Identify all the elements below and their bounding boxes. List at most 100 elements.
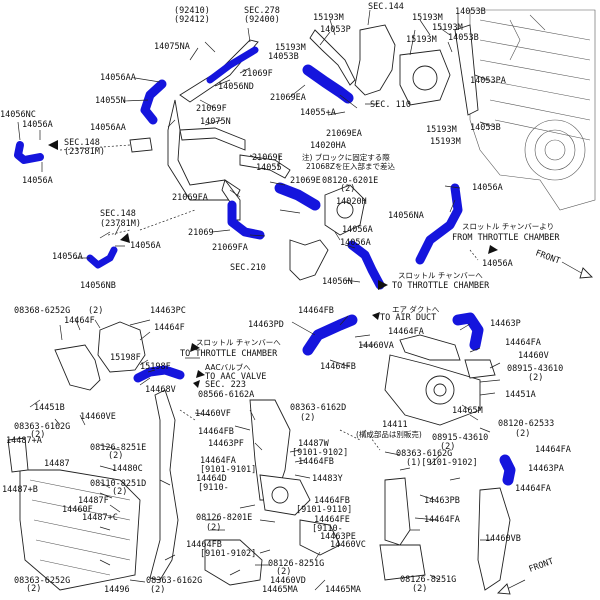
label-14463PA: 14463PA — [528, 464, 564, 474]
label-23781M-a: (23781M) — [64, 147, 105, 157]
label-14460VF: 14460VF — [195, 409, 231, 419]
label-14451A: 14451A — [505, 390, 536, 400]
label-14487B: 14487+B — [2, 485, 38, 495]
label-14465M: 14465M — [452, 406, 483, 416]
label-14464FB-4: 14464FB — [298, 457, 334, 467]
label-note-jp: 注) ブロックに固定する際 — [302, 152, 390, 162]
hose-14056NA — [415, 183, 463, 265]
label-14464FB-5-range: [9101-9110] — [296, 505, 352, 515]
label-14464FB-1: 14464FB — [298, 306, 334, 316]
label-08363-2-qty: (2) — [30, 430, 45, 440]
label-14464FA-6: 14464FA — [424, 515, 460, 525]
label-14460VE: 14460VE — [80, 412, 116, 422]
label-14460VC: 14460VC — [330, 540, 366, 550]
label-14464FA-1: 14464FA — [388, 327, 424, 337]
label-08363-1: 08363-6162D — [290, 403, 346, 413]
hose-14056NC — [14, 141, 44, 164]
leader-lines-top — [17, 9, 496, 283]
label-14056A-8: 14056A — [52, 252, 83, 262]
label-14463P: 14463P — [490, 319, 521, 329]
label-14464FA-2: 14464FA — [505, 338, 541, 348]
label-08126-2-qty: (2) — [206, 523, 221, 533]
label-14451B: 14451B — [34, 403, 65, 413]
label-21069EA-2: 21069EA — [326, 129, 362, 139]
label-sec-144: SEC.144 — [368, 2, 404, 12]
label-front-bottom: FRONT — [528, 557, 555, 575]
label-14055-plus-A: 14055+A — [300, 108, 336, 118]
arrow-sec148b-icon — [120, 233, 130, 243]
label-aac-jp: AACバルブへ — [205, 362, 251, 372]
direction-arrows — [48, 140, 498, 388]
engine-block-outline — [469, 9, 596, 211]
label-15193M-4: 15193M — [406, 35, 437, 45]
label-from-throttle-jp: スロットル チャンバーより — [462, 222, 554, 231]
label-14464FB-3: 14464FB — [198, 427, 234, 437]
label-sec-210: SEC.210 — [230, 263, 266, 273]
label-14464D: 14464D — [196, 474, 227, 484]
label-14464FB-6-range: [9101-9102] — [200, 549, 256, 559]
label-14460V: 14460V — [518, 351, 549, 361]
label-14460VA: 14460VA — [358, 341, 394, 351]
label-to-throttle: TO THROTTLE CHAMBER — [392, 281, 490, 291]
label-14463PB: 14463PB — [424, 496, 460, 506]
label-14463PE: 14463PE — [320, 532, 356, 542]
label-14464FE: 14464FE — [314, 515, 350, 525]
label-92410: (92410) — [174, 6, 210, 16]
label-08915: 08915-43610 — [507, 364, 563, 374]
label-08110: 08110-8251D — [90, 479, 146, 489]
label-08363-4: 08363-6252G — [14, 576, 70, 586]
label-14056A-2: 14056A — [22, 176, 53, 186]
label-14487W-range: [9101-9102] — [292, 448, 348, 458]
label-08126-3: 08126-8251G — [268, 559, 324, 569]
label-14460VB: 14460VB — [485, 534, 521, 544]
label-to-throttle-jp: スロットル チャンバーへ — [398, 271, 483, 280]
label-14053P: 14053P — [320, 25, 351, 35]
label-21069F-1: 21069F — [242, 69, 273, 79]
label-08363-5: 08363-6162G — [146, 576, 202, 586]
label-14055N: 14055N — [95, 96, 126, 106]
hose-14468V — [133, 365, 185, 383]
label-08566: 08566-6162A — [198, 390, 254, 400]
label-sec-223: SEC. 223 — [205, 380, 246, 390]
label-14411: 14411 — [382, 420, 408, 430]
label-15193M-5: 15193M — [275, 43, 306, 53]
label-14056NC: 14056NC — [0, 110, 36, 120]
label-14480C: 14480C — [112, 464, 143, 474]
label-note-jp2: 21068Zを圧入部まで差込 — [306, 161, 395, 171]
hose-14055-plus-A — [302, 64, 354, 104]
label-14468V: 14468V — [145, 385, 176, 395]
arrow-sec148a-icon — [48, 140, 58, 150]
label-14465MA: 14465MA — [262, 585, 298, 595]
label-14463PF: 14463PF — [208, 439, 244, 449]
label-14053B-1: 14053B — [455, 7, 486, 17]
arrow-sec223-icon — [193, 380, 200, 388]
label-14464F-1: 14464F — [64, 316, 95, 326]
label-08120-qty: (2) — [340, 184, 355, 194]
leader-lines-bottom — [29, 315, 501, 591]
label-14055: 14055 — [256, 163, 282, 173]
label-sec-148-a: SEC.148 — [64, 138, 100, 148]
label-14496: 14496 — [104, 585, 130, 595]
label-14056A-5: 14056A — [342, 225, 373, 235]
label-14464D-range: [9110- — [198, 483, 229, 493]
label-14053B-3: 14053B — [268, 52, 299, 62]
label-15193M-3: 15193M — [432, 23, 463, 33]
label-08915-qty: (2) — [528, 373, 543, 383]
label-14056A-4: 14056A — [130, 241, 161, 251]
label-from-throttle: FROM THROTTLE CHAMBER — [452, 233, 560, 243]
label-14464F-2: 14464F — [154, 323, 185, 333]
hose-21069 — [227, 200, 265, 240]
label-14460F: 14460F — [62, 505, 93, 515]
arrow-to-throttle-icon — [378, 280, 388, 290]
label-08915-2-qty: (2) — [440, 442, 455, 452]
label-to-throttle-2: TO THROTTLE CHAMBER — [180, 349, 278, 359]
label-14487W: 14487W — [298, 439, 330, 449]
label-14056AA-2: 14056AA — [90, 123, 126, 133]
label-15193M-7: 15193M — [430, 137, 461, 147]
label-08120-2-qty: (2) — [515, 429, 530, 439]
hose-14056NB — [86, 246, 118, 269]
label-08126-4: 08126-8251G — [400, 575, 456, 585]
label-14056A-3: 14056A — [472, 183, 503, 193]
